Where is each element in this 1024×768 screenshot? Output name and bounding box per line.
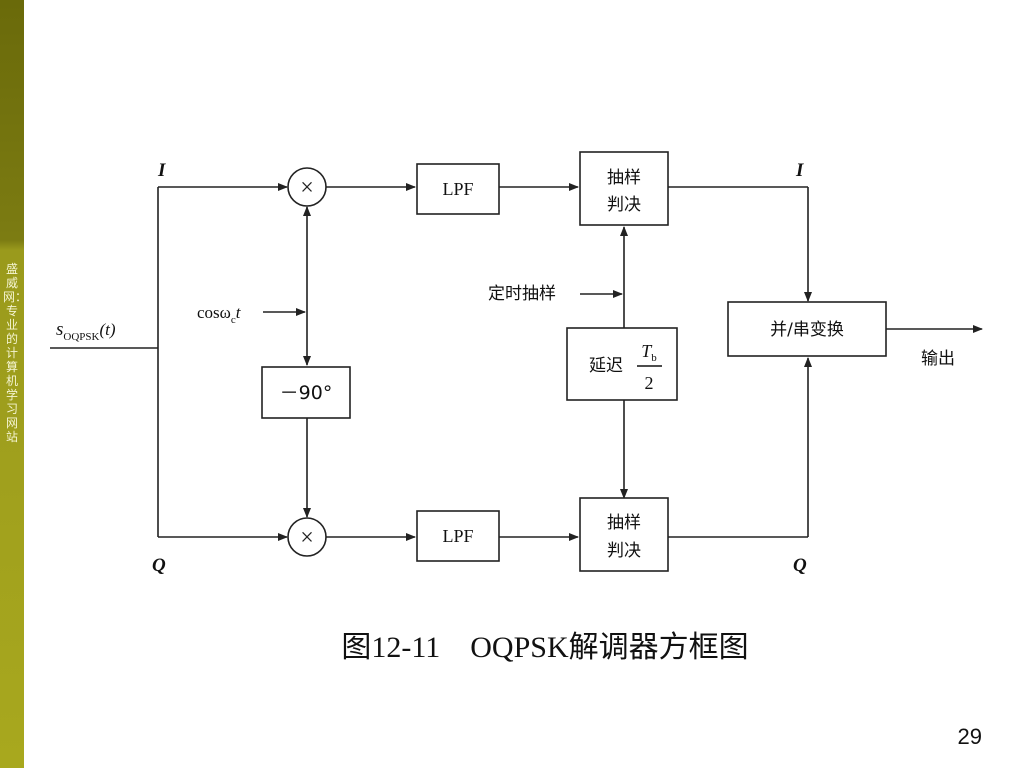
i-label-right: I	[795, 160, 804, 181]
sampler-top-line1: 抽样	[607, 168, 641, 188]
multiplier-bottom: ×	[287, 517, 327, 557]
timing-label: 定时抽样	[488, 284, 556, 304]
page-number: 29	[957, 724, 982, 749]
q-label-left: Q	[152, 555, 166, 576]
phase-shift-box	[261, 366, 351, 419]
svg-text:×: ×	[300, 175, 314, 201]
delay-label: 延迟	[589, 356, 623, 376]
delay-box	[566, 327, 678, 401]
lpf-bottom-label: LPF	[442, 526, 473, 546]
sampler-top-box	[579, 151, 669, 226]
svg-text:×: ×	[300, 525, 314, 551]
sampler-bottom-line1: 抽样	[607, 513, 641, 533]
lpf-top-box	[416, 163, 500, 215]
delay-denominator: 2	[645, 373, 654, 393]
sampler-top-line2: 判决	[607, 195, 641, 215]
delay-numerator: Tb	[641, 341, 657, 364]
sampler-bottom-box	[579, 497, 669, 572]
output-label: 输出	[921, 349, 955, 369]
lpf-top-label: LPF	[442, 179, 473, 199]
phase-shift-label: －90°	[280, 382, 333, 404]
parallel-serial-label: 并/串变换	[770, 320, 844, 340]
figure-caption: 图12-11 OQPSK解调器方框图	[341, 631, 749, 664]
multiplier-top: ×	[287, 167, 327, 207]
lpf-bottom-box	[416, 510, 500, 562]
input-label: sOQPSK(t)	[56, 319, 116, 343]
i-label-left: I	[157, 160, 166, 181]
q-label-right: Q	[793, 555, 807, 576]
carrier-label: cosωct	[197, 303, 242, 326]
sidebar-band: 盛威网：专业的计算机学习网站	[0, 0, 28, 768]
sidebar-watermark-text: 盛威网：专业的计算机学习网站	[3, 262, 28, 444]
parallel-serial-box	[727, 301, 887, 357]
sampler-bottom-line2: 判决	[607, 541, 641, 561]
